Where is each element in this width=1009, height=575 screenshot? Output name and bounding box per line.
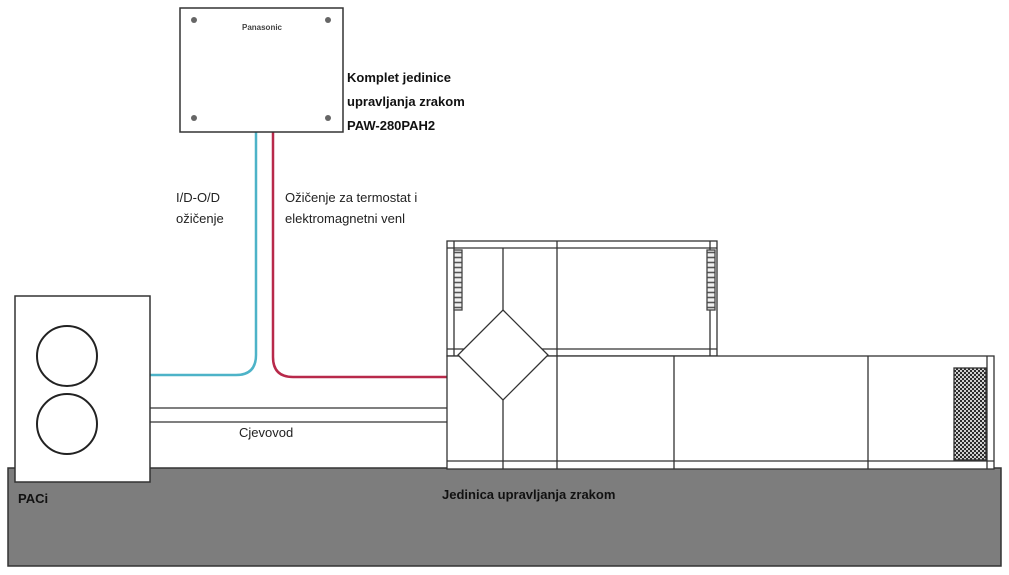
controller-model: PAW-280PAH2: [347, 118, 435, 133]
io-wire: [150, 132, 258, 377]
outdoor-unit-label: PACi: [18, 491, 48, 506]
io-wire-label-line2: ožičenje: [176, 211, 224, 226]
ahu-label: Jedinica upravljanja zrakom: [442, 487, 615, 502]
controller-title-line1: Komplet jedinice: [347, 70, 451, 85]
thermostat-wire-label-line2: elektromagnetni venl: [285, 211, 405, 226]
io-wire-label-line1: I/D-O/D: [176, 190, 220, 205]
screw-icon: [325, 115, 331, 121]
controller-title-line2: upravljanja zrakom: [347, 94, 465, 109]
piping: [150, 407, 447, 423]
ground-slab: [7, 467, 1002, 567]
mesh-filter-icon: [953, 367, 987, 461]
screw-icon: [191, 115, 197, 121]
thermostat-wire: [271, 132, 447, 379]
piping-label: Cjevovod: [239, 425, 293, 440]
screw-icon: [191, 17, 197, 23]
fan-icon: [36, 325, 98, 387]
brand-logo: Panasonic: [242, 23, 283, 32]
heat-exchanger-icon: [457, 309, 549, 401]
outdoor-unit: [14, 295, 151, 483]
thermostat-wire-label-line1: Ožičenje za termostat i: [285, 190, 417, 205]
grille-icon: [706, 249, 716, 311]
fan-icon: [36, 393, 98, 455]
air-handling-unit: [446, 240, 995, 470]
grille-icon: [453, 249, 463, 311]
screw-icon: [325, 17, 331, 23]
controller-box: Panasonic: [179, 7, 344, 133]
